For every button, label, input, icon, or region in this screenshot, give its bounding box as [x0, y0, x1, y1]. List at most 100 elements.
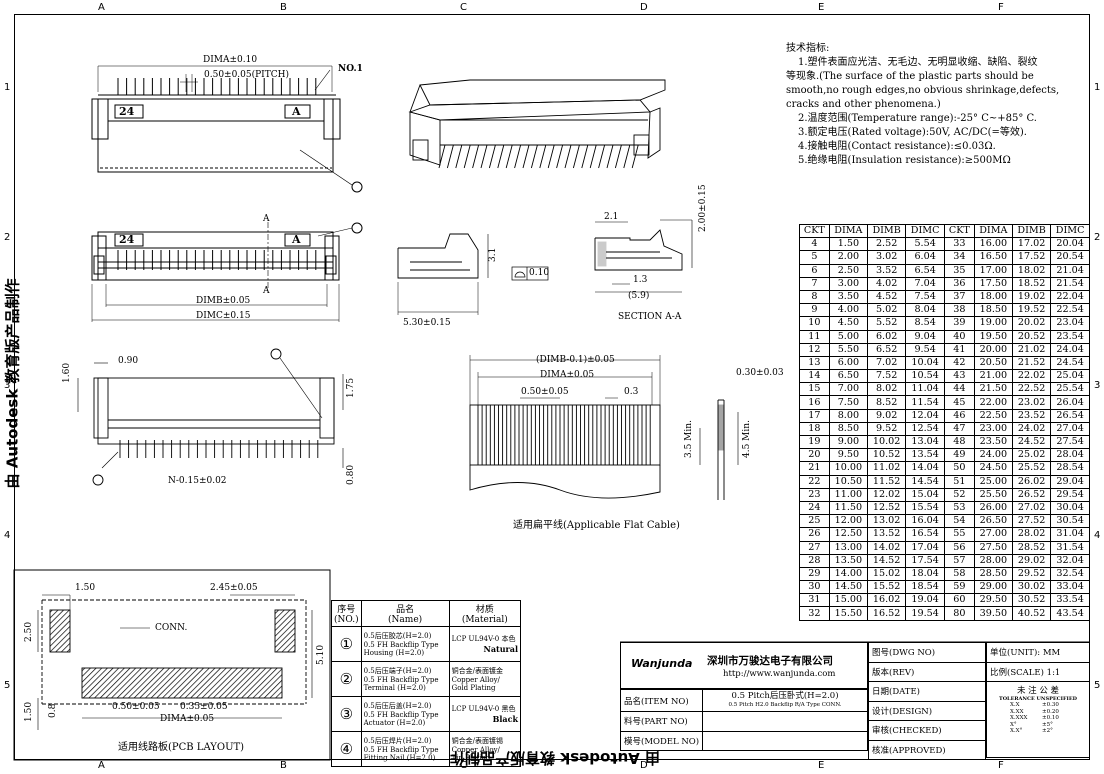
- dimension-table-cell: 27.02: [1011, 500, 1052, 516]
- dimension-table-cell: 27.50: [973, 540, 1013, 555]
- dimension-table-header-cell: DIMC: [1050, 223, 1090, 239]
- bom-row-number: ②: [331, 661, 362, 697]
- dimension-table-cell: 13.50: [828, 553, 868, 568]
- dimension-table-cell: 17.52: [1011, 250, 1052, 265]
- spec-line-6: 3.额定电压(Rated voltage):50V, AC/DC(=等效).: [798, 127, 1027, 138]
- spec-line-3: smooth,no rough edges,no obvious shrinka…: [786, 85, 1060, 96]
- tolerance-key: X.X°: [1010, 728, 1023, 734]
- label-pcb-dima: DIMA±0.05: [160, 714, 215, 724]
- title-block-left: 图号(DWG NO) 版本(REV) 日期(DATE) 设计(DESIGN) 审…: [868, 642, 986, 760]
- dimension-table-cell: 43.54: [1050, 606, 1090, 621]
- dimension-table-cell: 14.04: [905, 461, 945, 476]
- dimension-table-cell: 17.04: [905, 540, 945, 555]
- dimension-table-cell: 5.54: [905, 237, 945, 252]
- dimension-table-cell: 14.50: [828, 580, 868, 595]
- dimension-table-cell: 21.04: [1050, 263, 1090, 278]
- dimension-table-cell: 29.54: [1050, 487, 1090, 502]
- label-pcb-035: 0.35±0.05: [180, 702, 228, 712]
- label-pcb-050: 0.50±0.05: [112, 702, 160, 712]
- dimension-table-header-cell: DIMA: [828, 223, 868, 239]
- label-080: 0.80: [346, 464, 356, 485]
- dimension-table-cell: 38: [943, 303, 975, 318]
- dimension-table-cell: 39.50: [973, 606, 1013, 621]
- dimension-table-cell: 23.54: [1050, 329, 1090, 344]
- spec-line-7: 4.接触电阻(Contact resistance):≤0.03Ω.: [798, 141, 996, 152]
- dimension-table-cell: 45: [943, 395, 975, 410]
- tb-item-value-en: 0.5 Pitch H2.0 Backflip R/A Type CONN.: [728, 701, 842, 708]
- bom-row-name-line: 0.5 FH Backflip Type: [363, 746, 439, 754]
- dimension-table-cell: 29.50: [973, 593, 1013, 608]
- dimension-table-cell: 22.50: [973, 408, 1013, 423]
- label-cable-dima: DIMA±0.05: [540, 370, 595, 380]
- dimension-table-cell: 25.54: [1050, 382, 1090, 397]
- dimension-table-cell: 32.04: [1050, 553, 1090, 568]
- dimension-table-cell: 8.00: [828, 408, 868, 423]
- dimension-table-cell: 3.52: [866, 263, 907, 278]
- dimension-table-cell: 23.52: [1011, 408, 1052, 423]
- dimension-table-cell: 13.54: [905, 448, 945, 463]
- label-section-a-top: A: [263, 214, 270, 224]
- label-59: (5.9): [628, 291, 650, 301]
- dimension-table-cell: 6.50: [828, 369, 868, 384]
- dimension-table-cell: 15.50: [828, 606, 868, 621]
- dimension-table-cell: 15.52: [866, 580, 907, 595]
- tolerance-row: X°±5°: [1010, 722, 1086, 729]
- dimension-table-cell: 19.52: [1011, 303, 1052, 318]
- dimension-table-cell: 20.50: [973, 355, 1013, 371]
- dimension-table-cell: 41: [943, 342, 975, 357]
- bom-header-material-en: (Material): [461, 615, 508, 625]
- label-cable-030: 0.30±0.03: [736, 368, 784, 378]
- dimension-table-cell: 18.02: [1011, 263, 1052, 278]
- zone-f-bottom: F: [998, 760, 1004, 771]
- dimension-table-cell: 5.02: [866, 303, 907, 318]
- label-pcb-510: 5.10: [316, 644, 326, 665]
- dimension-table-cell: 29.04: [1050, 474, 1090, 489]
- dimension-table-cell: 18.52: [1011, 276, 1052, 291]
- tolerance-value: ±0.30: [1042, 702, 1059, 708]
- dimension-table-cell: 36: [943, 276, 975, 291]
- spec-line-8: 5.绝缘电阻(Insulation resistance):≥500MΩ: [798, 155, 1011, 166]
- dimension-table-cell: 16.04: [905, 514, 945, 529]
- dimension-table-cell: 16: [799, 395, 830, 410]
- dimension-table-cell: 7.02: [866, 355, 907, 371]
- dimension-table-cell: 42: [943, 355, 975, 371]
- dimension-table-cell: 28.04: [1050, 448, 1090, 463]
- specs-heading: 技术指标:: [786, 43, 830, 54]
- dimension-table-cell: 23.50: [973, 434, 1013, 450]
- dimension-table-cell: 19.54: [905, 606, 945, 621]
- dimension-table-cell: 8.04: [905, 303, 945, 318]
- label-pitch: 0.50±0.05(PITCH): [204, 70, 289, 80]
- zone-1-right: 1: [1094, 82, 1101, 93]
- dimension-table-cell: 17: [799, 408, 830, 423]
- dimension-table-cell: 15.04: [905, 487, 945, 502]
- dimension-table-cell: 8.02: [866, 382, 907, 397]
- dimension-table-cell: 29: [799, 566, 830, 582]
- dimension-table-cell: 9.52: [866, 421, 907, 437]
- tb-item-no: 品名(ITEM NO): [619, 689, 704, 712]
- label-cable-35: 3.5 Min.: [684, 420, 694, 458]
- dimension-table-cell: 23.00: [973, 421, 1013, 437]
- tb-design: 设计(DESIGN): [868, 700, 986, 721]
- tolerance-value: ±5°: [1042, 721, 1053, 728]
- spec-line-2: 等现象.(The surface of the plastic parts sh…: [786, 71, 1034, 82]
- dimension-table-cell: 27.04: [1050, 421, 1090, 437]
- dimension-table-cell: 25: [799, 514, 830, 529]
- dimension-table-cell: 28.00: [973, 553, 1013, 568]
- dimension-table-cell: 22.02: [1011, 369, 1052, 384]
- company-block: Wanjunda 深圳市万骏达电子有限公司 http://www.wanjund…: [620, 642, 868, 689]
- dimension-table-cell: 10.00: [828, 461, 868, 476]
- dimension-table-cell: 32: [799, 606, 830, 621]
- zone-e-bottom: E: [818, 760, 825, 771]
- dimension-table-cell: 43: [943, 369, 975, 384]
- dimension-table-cell: 20.00: [973, 342, 1013, 357]
